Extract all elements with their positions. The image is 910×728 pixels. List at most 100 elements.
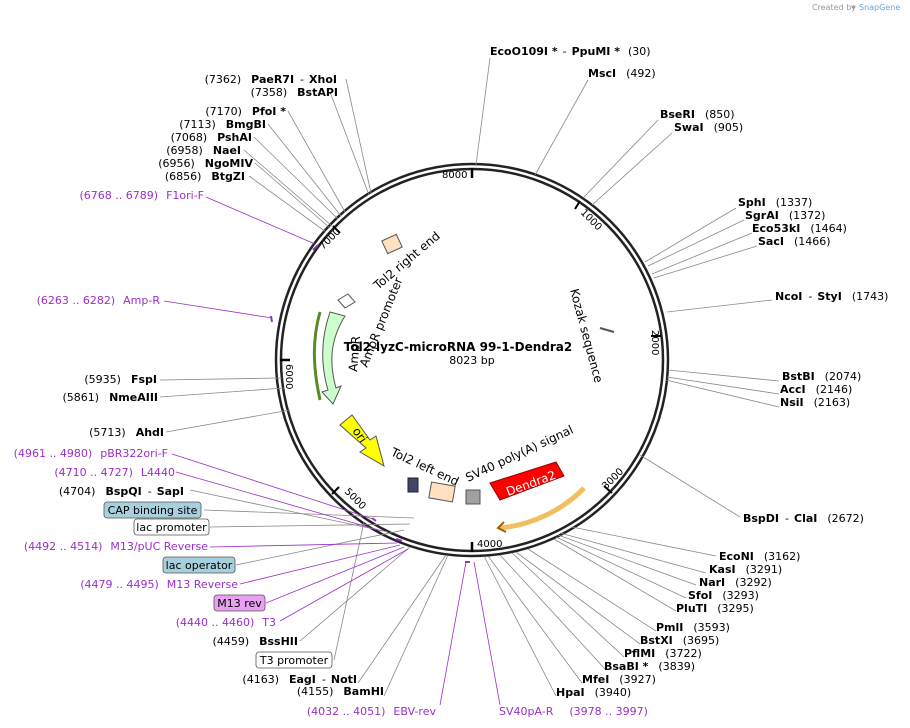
primer-range: (3978 .. 3997) <box>569 705 648 718</box>
site-pos: (3295) <box>717 602 754 615</box>
tol2-right-end-label: Tol2 right end <box>370 229 443 293</box>
leader-swai <box>591 132 673 206</box>
leader-ncoi <box>666 299 773 313</box>
site-pos: (2146) <box>816 383 853 396</box>
leader-fspi <box>159 377 283 381</box>
site-name: BspDI <box>743 512 779 525</box>
site-name: NcoI <box>775 290 802 303</box>
site-name: SwaI <box>674 121 704 134</box>
orange-arrowhead <box>496 521 507 533</box>
site-pos: (7362) <box>205 73 242 86</box>
leader-bstxi <box>515 551 641 645</box>
site-name: PluTI <box>676 602 707 615</box>
site-name: HpaI <box>556 686 585 699</box>
boxed-features: CAP binding site lac promoter lac operat… <box>103 501 333 669</box>
site-pflmi: PflMI(3722) <box>624 647 702 660</box>
site-name: BseRI <box>660 108 695 121</box>
site-sep: - <box>563 45 567 58</box>
site-pos: (7358) <box>251 86 288 99</box>
site-pshai: (7068)PshAI <box>171 131 252 144</box>
site-bstapi: (7358)BstAPI <box>251 86 338 99</box>
primer-ebv: (4032 .. 4051)EBV-rev <box>307 705 437 718</box>
leader-bstapi <box>329 91 370 196</box>
site-sep: - <box>148 485 152 498</box>
primer-name: F1ori-F <box>166 189 204 202</box>
site-eco53ki: Eco53kI(1464) <box>752 222 847 235</box>
leader-nari <box>557 534 697 586</box>
site-name: NarI <box>699 576 725 589</box>
leader-lacoperator <box>235 529 405 566</box>
site-name: KasI <box>709 563 736 576</box>
site-name: NsiI <box>780 396 804 409</box>
site-pos: (492) <box>626 67 656 80</box>
primer-m13reverse: (4479 .. 4495)M13 Reverse <box>80 578 238 591</box>
site-pos: (5935) <box>84 373 121 386</box>
leader-econi <box>571 526 717 557</box>
tol2-right-end-box <box>381 233 403 255</box>
site-name: BsaBI * <box>604 660 649 673</box>
leader-saci <box>653 245 758 279</box>
site-nari: NarI (3292) <box>699 576 772 589</box>
site-name: SfoI <box>688 589 712 602</box>
site-nsii: NsiI (2163) <box>780 396 850 409</box>
orange-arc <box>499 486 586 531</box>
site-pos: (850) <box>705 108 735 121</box>
site-pos: (5713) <box>89 426 126 439</box>
site-swai: SwaI(905) <box>674 121 743 134</box>
leader-sfoi <box>555 536 687 599</box>
site-name: PmlI <box>656 621 683 634</box>
ampr-label: AmpR <box>346 335 363 372</box>
primer-labels: (6768 .. 6789)F1ori-F (6263 .. 6282)Amp-… <box>14 189 648 718</box>
site-name: PfoI * <box>252 105 286 118</box>
site-bamhi: (4155)BamHI <box>297 685 384 698</box>
site-ngomiv: (6956)NgoMIV <box>158 157 253 170</box>
site-name: EagI <box>289 673 316 686</box>
site-name: MfeI <box>582 673 609 686</box>
primer-range: (6263 .. 6282) <box>37 294 116 307</box>
primer-marker-f1ori <box>312 244 319 251</box>
site-name: AccI <box>780 383 806 396</box>
site-name2: PpuMI * <box>572 45 621 58</box>
t3-promoter-label: T3 promoter <box>259 654 329 667</box>
leader-nmeaiii <box>159 387 285 398</box>
site-name: MscI <box>588 67 616 80</box>
site-pos: (6856) <box>165 170 202 183</box>
primer-name: SV40pA-R <box>499 705 554 718</box>
site-pos: (2074) <box>825 370 862 383</box>
primer-sv40pa: SV40pA-R (3978 .. 3997) <box>499 705 648 718</box>
site-sep: - <box>808 290 812 303</box>
cap-binding-box <box>103 501 202 519</box>
leader-bsabi <box>499 554 607 671</box>
tol2-left-small-marker <box>407 477 419 493</box>
site-name: PflMI <box>624 647 655 660</box>
leader-bspdi <box>639 454 741 518</box>
site-name2: XhoI <box>309 73 337 86</box>
site-name: BssHII <box>259 635 298 648</box>
leader-sgrai <box>647 219 745 267</box>
site-ahdi: (5713)AhdI <box>89 426 164 439</box>
primer-range: (4440 .. 4460) <box>176 616 255 629</box>
lac-operator-label: lac operator <box>166 559 233 572</box>
site-ncoi: NcoI-StyI(1743) <box>775 290 888 303</box>
tick-label-2000: 2000 <box>649 330 660 355</box>
site-pos: (4459) <box>213 635 250 648</box>
site-sgrai: SgrAI(1372) <box>745 209 825 222</box>
site-pos: (2163) <box>814 396 851 409</box>
site-bmgbi: (7113)BmgBI <box>179 118 266 131</box>
plasmid-name: Tol2-lyzC-microRNA 99-1-Dendra2 <box>344 340 573 354</box>
site-paer7i: (7362)PaeR7I-XhoI <box>205 73 337 86</box>
site-name: EcoO109I * <box>490 45 558 58</box>
features: Tol2 right end AmpR promoter AmpR ori To… <box>312 229 615 533</box>
sv40-box <box>465 489 481 505</box>
site-name: SacI <box>758 235 784 248</box>
primer-leaders <box>163 196 501 706</box>
site-econi: EcoNI(3162) <box>719 550 800 563</box>
tick-1000 <box>574 200 581 210</box>
site-pos: (3292) <box>735 576 772 589</box>
primer-leader-ampr <box>163 300 273 319</box>
primer-marker-pbr322 <box>371 517 377 522</box>
site-bspqi: (4704)BspQI-SapI <box>59 485 184 498</box>
leader-ahdi <box>165 409 291 433</box>
cap-binding-label: CAP binding site <box>108 504 198 517</box>
